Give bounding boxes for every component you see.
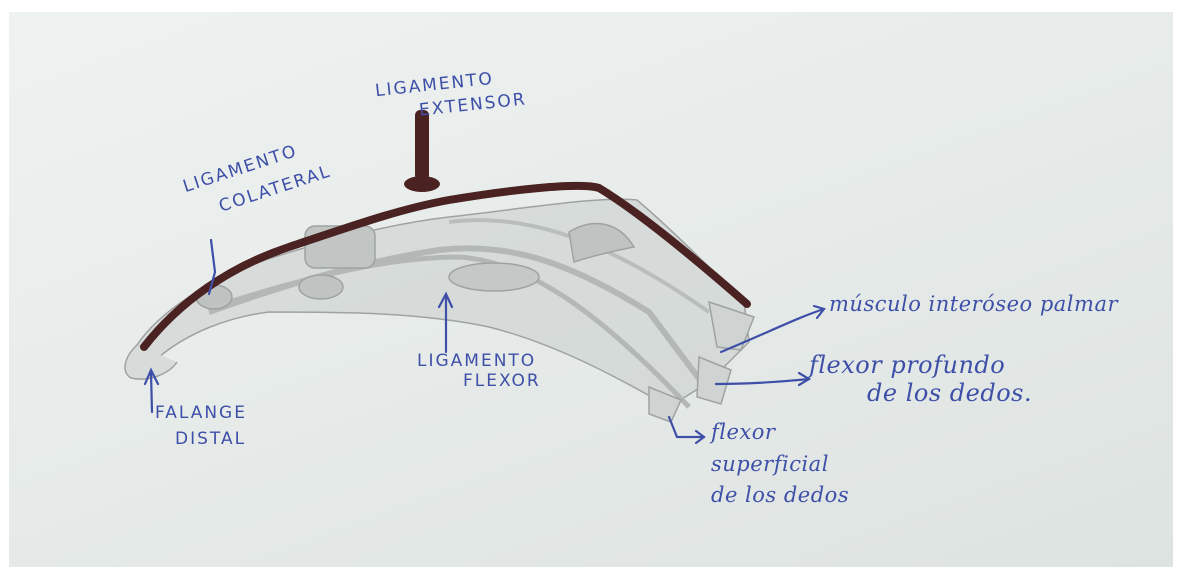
- paper-sheet: LIGAMENTO EXTENSOR LIGAMENTO COLATERAL L…: [9, 12, 1173, 567]
- label-flexor-profundo-line2: de los dedos.: [867, 380, 1032, 408]
- label-falange-distal: FALANGE DISTAL: [155, 404, 247, 449]
- label-flexor-superficial-line1: flexor: [711, 417, 849, 449]
- label-falange-distal-line1: FALANGE: [155, 404, 247, 424]
- label-flexor-superficial-line2: superficial: [711, 449, 849, 481]
- label-ligamento-flexor-line2: FLEXOR: [463, 372, 541, 392]
- label-flexor-superficial-line3: de los dedos: [711, 480, 849, 512]
- label-ligamento-flexor-line1: LIGAMENTO: [417, 352, 541, 372]
- label-musculo-interoseo: músculo interóseo palmar: [829, 292, 1118, 316]
- finger-anatomy-sketch: [9, 12, 1173, 567]
- label-flexor-profundo-line1: flexor profundo: [809, 352, 1032, 380]
- label-ligamento-extensor: LIGAMENTO EXTENSOR: [375, 76, 527, 115]
- label-ligamento-flexor: LIGAMENTO FLEXOR: [417, 352, 541, 391]
- label-flexor-profundo: flexor profundo de los dedos.: [809, 352, 1032, 407]
- label-falange-distal-line2: DISTAL: [175, 430, 247, 450]
- label-flexor-superficial: flexor superficial de los dedos: [711, 417, 849, 512]
- label-ligamento-colateral: LIGAMENTO COLATERAL: [181, 160, 334, 199]
